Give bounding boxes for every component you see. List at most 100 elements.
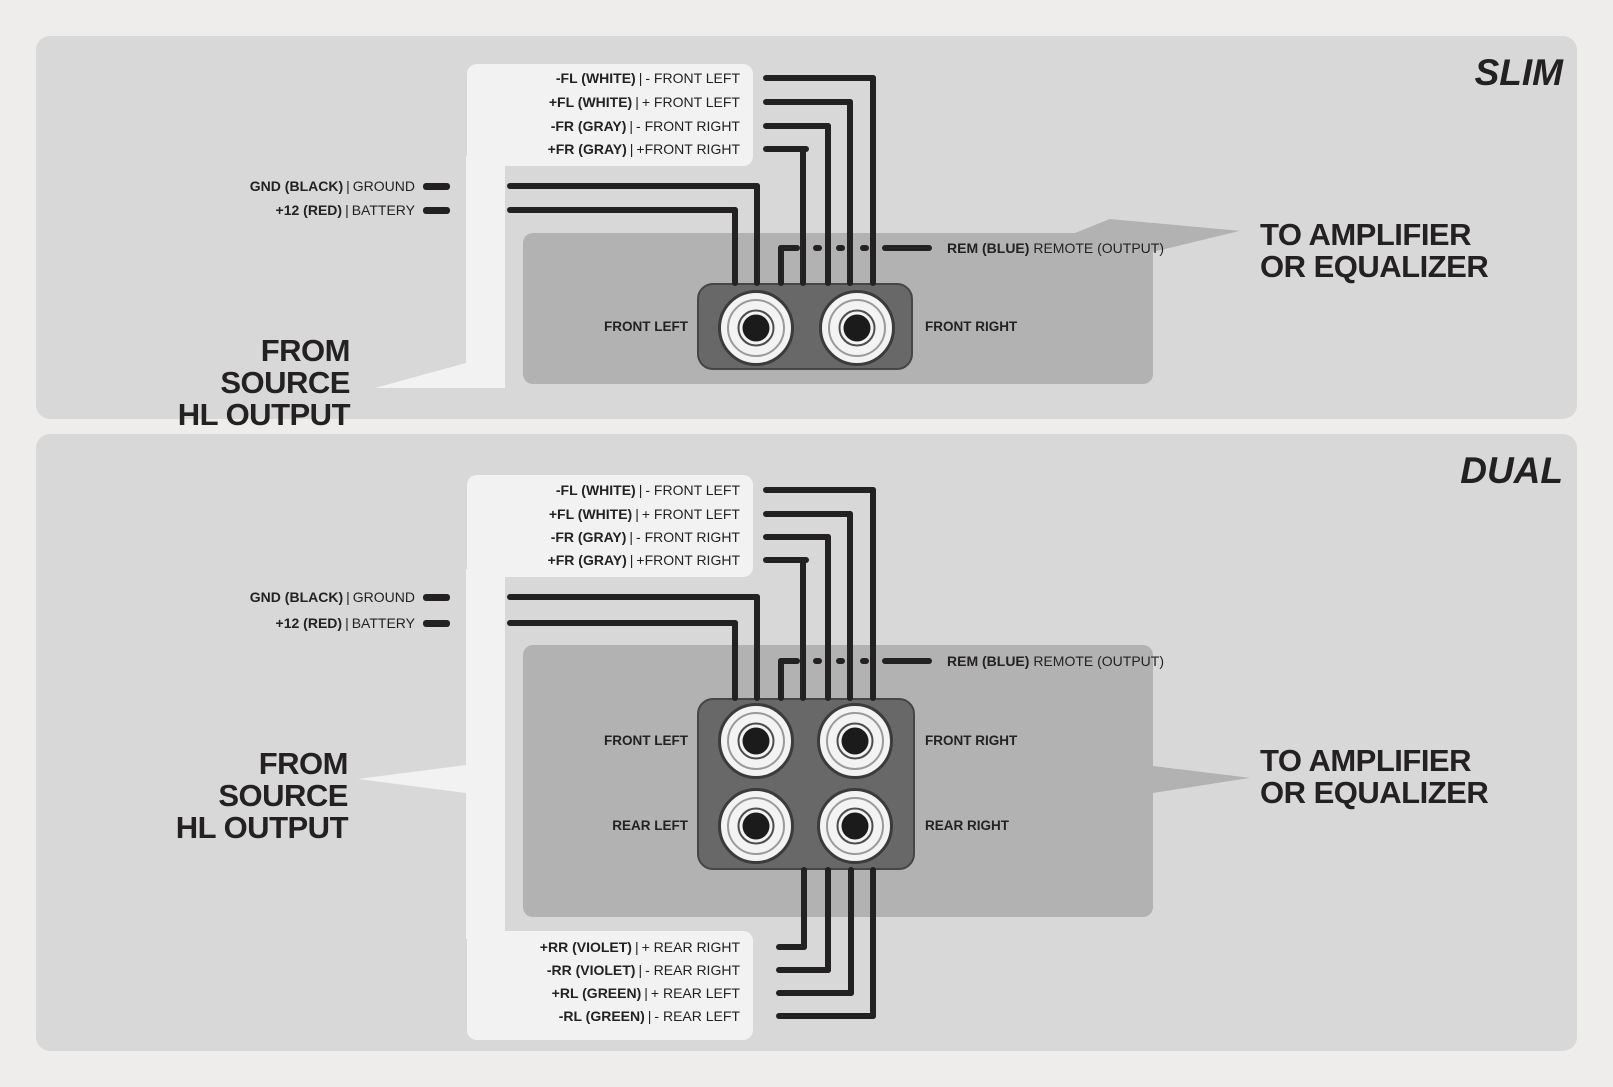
- wire-code: +FR (GRAY): [547, 141, 627, 157]
- wire-minus-fl-horizontal: [763, 487, 876, 493]
- remote-wire-vertical: [778, 658, 784, 701]
- jack-pin: [841, 727, 869, 755]
- wire-plus-fl-horizontal: [763, 99, 853, 105]
- dual-rear-label-box: [467, 931, 753, 1040]
- wire-code: +FL (WHITE): [548, 506, 633, 522]
- slim-dest-caption: TO AMPLIFIER OR EQUALIZER: [1260, 219, 1489, 284]
- wire-name: GROUND: [352, 178, 415, 194]
- remote-wire-vertical: [778, 245, 784, 286]
- wire-name: BATTERY: [351, 615, 415, 631]
- battery-wire-vertical: [732, 207, 738, 286]
- jack-core: [838, 309, 876, 347]
- dual-front-right-jack-label: FRONT RIGHT: [925, 733, 1018, 748]
- wire-code: -FR (GRAY): [550, 529, 627, 545]
- wire-label-plus-rl: +RL (GREEN)|+ REAR LEFT: [467, 985, 740, 1001]
- wire-code: +FL (WHITE): [548, 94, 633, 110]
- wire-name: GROUND: [352, 589, 415, 605]
- dual-rear-right-jack-label: REAR RIGHT: [925, 818, 1009, 833]
- jack-pin: [742, 314, 770, 342]
- wire-label-remote: REM (BLUE) REMOTE (OUTPUT): [947, 240, 1164, 256]
- wire-sep: |: [345, 615, 349, 631]
- wire-plus-fl-horizontal: [763, 511, 853, 517]
- remote-wire-dot: [813, 245, 822, 251]
- wire-sep: |: [635, 506, 639, 522]
- wire-code: +RR (VIOLET): [539, 939, 632, 955]
- slim-front-left-jack: [718, 290, 794, 366]
- jack-ring: [828, 299, 886, 357]
- remote-wire-dot: [860, 658, 869, 664]
- wire-plus-fl-vertical: [847, 99, 853, 286]
- wire-sep: |: [647, 1008, 652, 1024]
- remote-wire-elbow: [778, 658, 800, 664]
- wire-name: + REAR LEFT: [650, 985, 740, 1001]
- caption-line: FROM SOURCE: [218, 746, 348, 813]
- wire-label-ground: GND (BLACK)|GROUND: [136, 178, 415, 194]
- caption-line: HL OUTPUT: [175, 810, 349, 845]
- dual-rear-left-jack-label: REAR LEFT: [612, 818, 688, 833]
- slim-input-label-box: [467, 64, 753, 166]
- battery-wire-horizontal: [507, 620, 738, 626]
- battery-wire-horizontal: [507, 207, 738, 213]
- caption-line: TO AMPLIFIER: [1260, 743, 1472, 778]
- wire-sep: |: [629, 141, 634, 157]
- caption-line: OR EQUALIZER: [1260, 775, 1489, 810]
- dual-source-caption: FROM SOURCE HL OUTPUT: [148, 746, 349, 845]
- remote-wire-elbow: [778, 245, 800, 251]
- wire-plus-rl-horizontal: [776, 990, 854, 996]
- wire-name: REMOTE (OUTPUT): [1033, 653, 1164, 669]
- wire-plus-fr-vertical: [800, 557, 806, 701]
- slim-front-right-jack: [819, 290, 895, 366]
- wire-label-plus-fl: +FL (WHITE)|+ FRONT LEFT: [467, 94, 740, 110]
- caption-line: HL OUTPUT: [177, 397, 351, 432]
- wire-minus-fl-horizontal: [763, 75, 876, 81]
- wire-minus-fr-horizontal: [763, 123, 831, 129]
- wire-label-plus-rr: +RR (VIOLET)|+ REAR RIGHT: [467, 939, 740, 955]
- wire-minus-fr-horizontal: [763, 534, 831, 540]
- wire-sep: |: [346, 589, 350, 605]
- jack-pin: [742, 812, 770, 840]
- wire-minus-rl-vertical: [870, 867, 876, 1019]
- jack-ring: [826, 797, 884, 855]
- slim-source-caption: FROM SOURCE HL OUTPUT: [150, 335, 351, 432]
- wire-sep: |: [635, 94, 639, 110]
- wire-minus-fr-vertical: [825, 534, 831, 701]
- wire-code: REM (BLUE): [947, 653, 1030, 669]
- wire-minus-rl-horizontal: [776, 1013, 876, 1019]
- wire-sep: |: [634, 939, 639, 955]
- wire-code: +FR (GRAY): [547, 552, 627, 568]
- dual-dest-caption: TO AMPLIFIER OR EQUALIZER: [1260, 743, 1489, 810]
- wire-minus-rr-horizontal: [776, 967, 831, 973]
- wire-sep: |: [629, 552, 634, 568]
- wire-minus-fr-vertical: [825, 123, 831, 286]
- wire-label-ground: GND (BLACK)|GROUND: [136, 589, 415, 605]
- caption-line: OR EQUALIZER: [1260, 249, 1489, 284]
- battery-wire-stub: [423, 207, 450, 214]
- slim-callout-wedge: [375, 363, 466, 388]
- dual-rear-right-jack: [817, 788, 893, 864]
- wire-name: + FRONT LEFT: [641, 94, 740, 110]
- dual-amplifier-wedge: [1153, 766, 1250, 793]
- wire-sep: |: [345, 202, 349, 218]
- wire-label-battery: +12 (RED)|BATTERY: [136, 615, 415, 631]
- wire-sep: |: [644, 985, 648, 1001]
- wire-name: +FRONT RIGHT: [636, 141, 740, 157]
- wire-plus-rr-horizontal: [776, 944, 807, 950]
- remote-wire-dot: [813, 658, 822, 664]
- wire-label-plus-fr: +FR (GRAY)|+FRONT RIGHT: [467, 552, 740, 568]
- wire-code: -FL (WHITE): [555, 482, 636, 498]
- wire-code: -RL (GREEN): [558, 1008, 645, 1024]
- ground-wire-stub: [423, 594, 450, 601]
- wire-label-plus-fr: +FR (GRAY)|+FRONT RIGHT: [467, 141, 740, 157]
- jack-pin: [742, 727, 770, 755]
- slim-panel-title: SLIM: [1474, 52, 1563, 93]
- ground-wire-horizontal: [507, 183, 760, 189]
- dual-front-left-jack: [718, 703, 794, 779]
- wire-code: +12 (RED): [275, 202, 343, 218]
- wire-sep: |: [638, 70, 643, 86]
- slim-callout-strip: [466, 156, 505, 388]
- wire-label-minus-fr: -FR (GRAY)|- FRONT RIGHT: [467, 529, 740, 545]
- wire-plus-rl-vertical: [848, 867, 854, 996]
- wire-code: -RR (VIOLET): [546, 962, 636, 978]
- jack-pin: [843, 314, 871, 342]
